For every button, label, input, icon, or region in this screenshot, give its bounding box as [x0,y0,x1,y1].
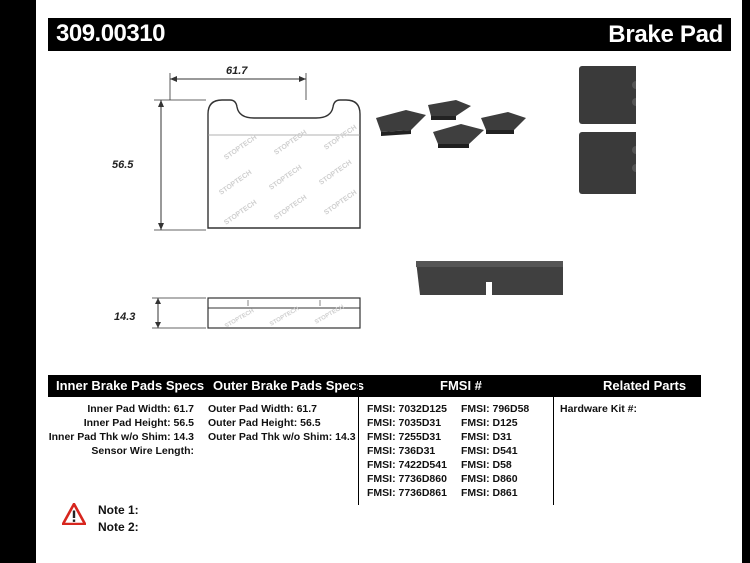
column-divider [358,375,359,505]
pad-topview-photo [579,66,636,194]
note-1: Note 1: [98,503,139,517]
outer-pad-height: Outer Pad Height: 56.5 [208,417,321,429]
fmsi-item: FMSI: 7736D860 [367,473,447,485]
inner-specs-heading: Inner Brake Pads Specs [56,378,205,393]
column-divider [553,375,554,505]
fmsi-item: FMSI: D860 [461,473,518,485]
fmsi-column-left: FMSI: 7032D125 FMSI: 7035D31 FMSI: 7255D… [367,402,447,500]
thickness-dimension: 14.3 [114,297,206,329]
width-dimension: 61.7 [169,65,307,100]
outer-pad-thickness: Outer Pad Thk w/o Shim: 14.3 [208,431,356,443]
fmsi-item: FMSI: 7255D31 [367,431,442,443]
note-2: Note 2: [98,520,139,534]
height-dimension: 56.5 [112,99,206,231]
related-parts-heading: Related Parts [603,378,687,393]
height-dim-label: 56.5 [112,159,134,171]
thickness-dim-label: 14.3 [114,311,135,323]
fmsi-item: FMSI: D125 [461,417,518,429]
pad-sideview-photo [416,261,563,295]
fmsi-item: FMSI: D31 [461,431,512,443]
inner-pad-width: Inner Pad Width: 61.7 [87,403,194,415]
fmsi-heading: FMSI # [440,378,482,393]
fmsi-item: FMSI: 7032D125 [367,403,447,415]
related-parts-column: Hardware Kit #: [560,402,637,416]
inner-specs-column: Inner Pad Width: 61.7 Inner Pad Height: … [49,402,194,458]
pad-front-outline: STOPTECH STOPTECH STOPTECH STOPTECH STOP… [207,99,361,229]
fmsi-column-right: FMSI: 796D58 FMSI: D125 FMSI: D31 FMSI: … [461,402,529,500]
pad-set-photo [376,100,526,148]
specs-header-bar: Inner Brake Pads Specs Outer Brake Pads … [48,375,701,397]
inner-pad-thickness: Inner Pad Thk w/o Shim: 14.3 [48,431,194,443]
outer-specs-heading: Outer Brake Pads Specs [213,378,365,393]
fmsi-item: FMSI: 7736D861 [367,487,447,499]
part-number: 309.00310 [56,20,165,47]
title-bar: 309.00310 Brake Pad [48,18,731,51]
warning-icon [62,503,86,525]
outer-specs-column: Outer Pad Width: 61.7 Outer Pad Height: … [208,402,356,444]
notes-text: Note 1: Note 2: [98,502,139,536]
hardware-kit: Hardware Kit #: [560,403,638,415]
pad-side-outline: STOPTECH STOPTECH STOPTECH [207,297,361,330]
fmsi-item: FMSI: D861 [461,487,518,499]
fmsi-item: FMSI: 7422D541 [367,459,447,471]
outer-pad-width: Outer Pad Width: 61.7 [208,403,318,415]
brake-pad-drawing: 61.7 56.5 STOPTECH STOPTECH STOPTECH STO… [112,65,636,330]
width-dim-label: 61.7 [226,65,248,77]
fmsi-item: FMSI: 7035D31 [367,417,442,429]
inner-pad-height: Inner Pad Height: 56.5 [83,417,194,429]
product-type: Brake Pad [608,21,723,48]
spec-sheet: 309.00310 Brake Pad 61.7 56.5 STOPT [36,0,742,563]
fmsi-item: FMSI: 736D31 [367,445,436,457]
sensor-wire-length: Sensor Wire Length: [91,445,194,457]
fmsi-item: FMSI: 796D58 [461,403,530,415]
fmsi-item: FMSI: D541 [461,445,518,457]
fmsi-item: FMSI: D58 [461,459,512,471]
